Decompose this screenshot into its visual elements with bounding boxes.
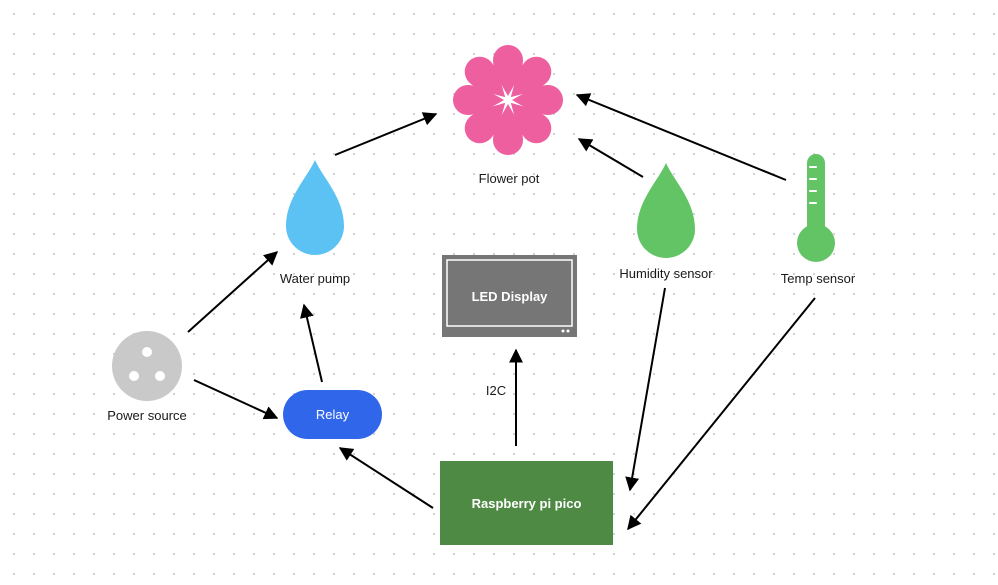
power-source-label: Power source [107, 408, 187, 423]
flower-pot-label: Flower pot [478, 171, 540, 186]
power-socket-icon[interactable] [112, 331, 182, 401]
edge-water-pump-to-flower-pot[interactable] [334, 112, 438, 156]
led-display-box[interactable] [442, 255, 577, 337]
i2c-label: I2C [485, 383, 507, 398]
edge-relay-to-water-pump[interactable] [300, 303, 323, 383]
water-drop-icon[interactable] [286, 160, 344, 255]
pico-box[interactable] [440, 461, 613, 545]
edge-humidity-to-flower-pot[interactable] [577, 138, 644, 178]
thermometer-icon[interactable] [797, 154, 835, 262]
edge-temp-to-flower-pot[interactable] [575, 93, 787, 181]
flower-icon[interactable] [453, 45, 563, 155]
edge-temp-to-pico[interactable] [627, 297, 816, 531]
pico-label: Raspberry pi pico [471, 495, 582, 511]
temp-sensor-label: Temp sensor [780, 271, 856, 286]
humidity-drop-icon[interactable] [637, 163, 695, 258]
relay-label: Relay [315, 407, 350, 422]
edge-humidity-to-pico[interactable] [625, 287, 666, 492]
led-display-label: LED Display [471, 288, 548, 304]
edge-power-to-water-pump[interactable] [187, 251, 279, 333]
humidity-sensor-label: Humidity sensor [619, 266, 713, 281]
relay-box[interactable] [283, 390, 382, 439]
edges [187, 93, 816, 531]
water-pump-label: Water pump [279, 271, 351, 286]
edge-pico-to-relay[interactable] [338, 447, 434, 509]
edge-power-to-relay[interactable] [193, 379, 279, 420]
